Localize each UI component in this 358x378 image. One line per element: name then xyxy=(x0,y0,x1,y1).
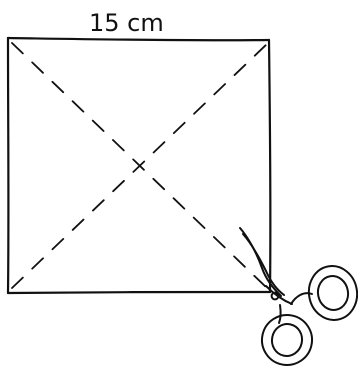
scissors-handle-right-inner xyxy=(316,275,350,311)
square-right-edge xyxy=(267,38,272,294)
scissors-upper-blade-inner xyxy=(242,233,285,296)
scissors-handle-neck-left xyxy=(278,304,282,324)
side-length-label: 15 cm xyxy=(89,9,164,37)
square-bottom-edge xyxy=(6,290,272,295)
scissors-pivot xyxy=(270,291,280,301)
scissors-handle-left-inner xyxy=(270,323,304,357)
scissors-icon xyxy=(239,227,358,366)
scissors-handle-left-outer xyxy=(261,314,313,366)
square-top-edge xyxy=(6,36,271,42)
diagonal-dashed-line-2 xyxy=(11,42,269,289)
scissors-handle-neck-right xyxy=(290,292,313,305)
scissors-handle-right-outer xyxy=(307,265,358,321)
